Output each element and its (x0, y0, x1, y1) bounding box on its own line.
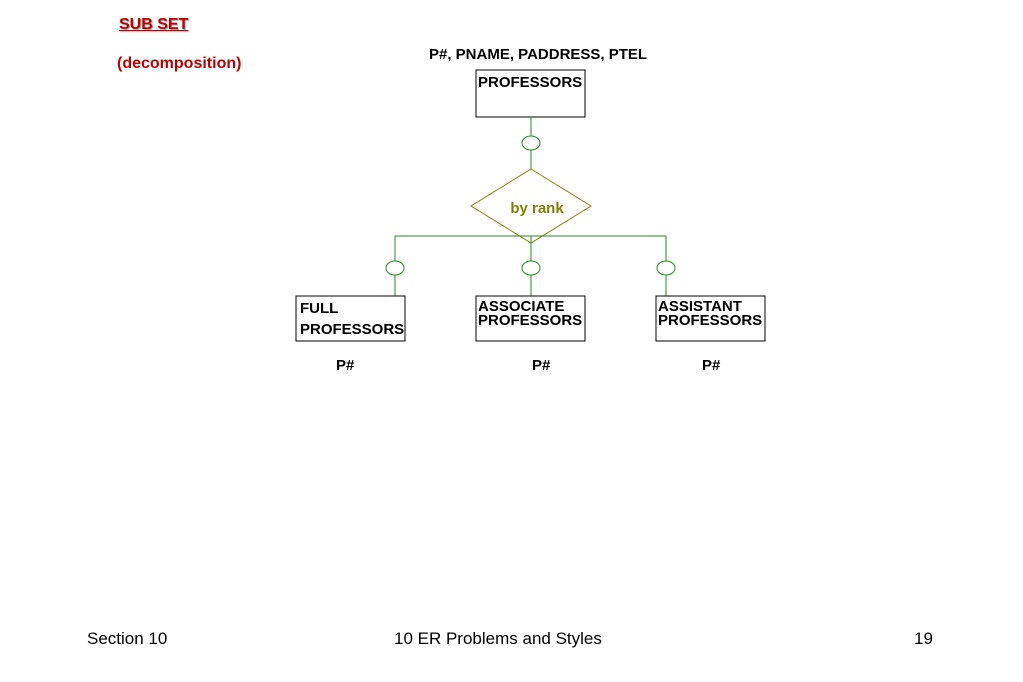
subclass-label-line1: ASSISTANT (658, 298, 742, 315)
subclass-key: P# (336, 357, 355, 374)
subclass-label-line2: PROFESSORS (658, 312, 762, 329)
footer-section: Section 10 (87, 629, 168, 648)
superclass-entity-label: PROFESSORS (478, 74, 582, 91)
subclass-label-line2: PROFESSORS (300, 321, 404, 338)
subclass-associate-professors: ASSOCIATE PROFESSORS P# (475, 295, 586, 374)
subclass-entity-box (655, 295, 766, 342)
slide-subtitle: (decomposition) (117, 55, 242, 72)
slide-title: SUB SET (119, 16, 189, 33)
superclass-connector (521, 117, 541, 169)
subclass-assistant-professors: ASSISTANT PROFESSORS P# (655, 295, 766, 374)
subclass-key: P# (702, 357, 721, 374)
footer-title: 10 ER Problems and Styles (394, 629, 602, 648)
subclass-label-line1: ASSOCIATE (478, 298, 564, 315)
branch-connectors (385, 235, 676, 296)
footer-page-number: 19 (914, 629, 933, 648)
superclass-attributes: P#, PNAME, PADDRESS, PTEL (429, 46, 647, 63)
subclass-full-professors: FULL PROFESSORS P# (295, 295, 406, 374)
subclass-entity-box (295, 295, 406, 342)
subclass-key: P# (532, 357, 551, 374)
specialization-label: by rank (510, 200, 564, 217)
subclass-entity-box (475, 295, 586, 342)
subclass-label-line2: PROFESSORS (478, 312, 582, 329)
subclass-label-line1: FULL (300, 300, 338, 317)
